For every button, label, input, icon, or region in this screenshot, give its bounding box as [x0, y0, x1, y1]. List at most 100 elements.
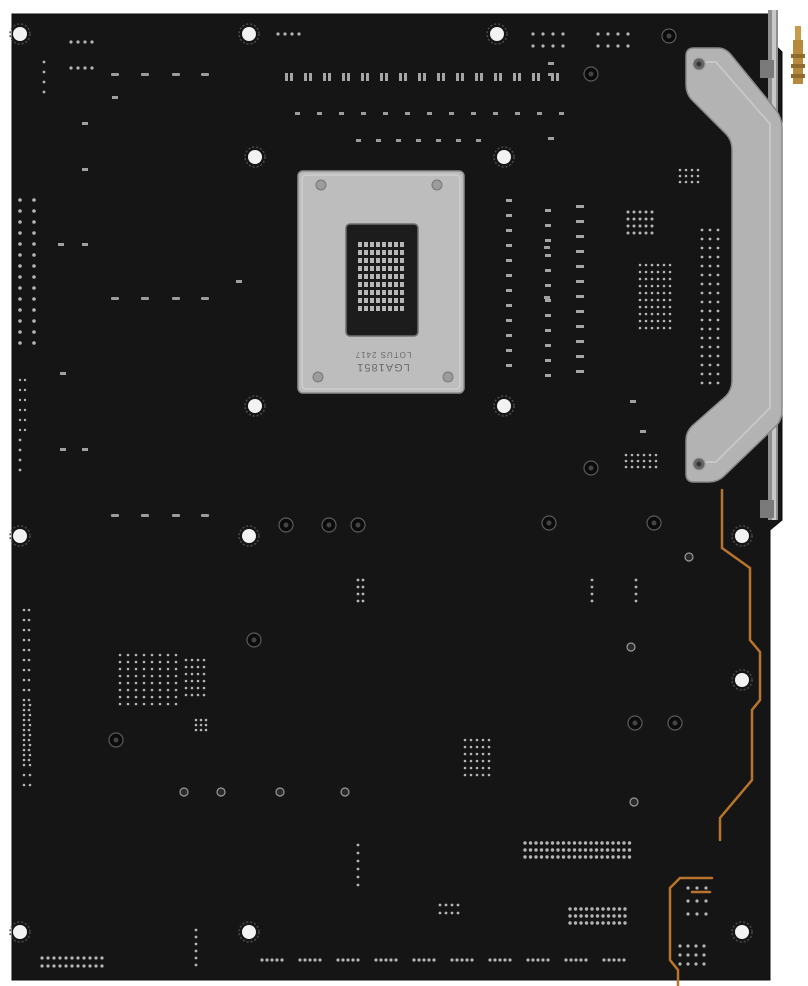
smd-component: [630, 459, 634, 463]
bottom-pad: [346, 958, 350, 962]
bottom-pad: [574, 958, 578, 962]
smd-component: [184, 693, 188, 697]
mounting-hole-ring: [9, 23, 31, 45]
cpu-capacitor-pad: [376, 298, 380, 303]
connector-pin: [550, 841, 555, 845]
smd-component: [184, 686, 188, 690]
smd-component: [678, 174, 682, 178]
smd-component: [118, 674, 122, 678]
capacitor: [442, 73, 445, 81]
via: [290, 32, 294, 36]
bottom-pad: [270, 958, 274, 962]
header-pin: [32, 341, 36, 345]
mounting-hole: [735, 529, 749, 543]
header-pin: [18, 209, 22, 213]
via: [22, 728, 26, 732]
connector-pin: [579, 914, 583, 918]
bottom-pad: [617, 958, 621, 962]
connector-pin: [617, 921, 622, 925]
smd-component: [118, 681, 122, 685]
board-screw-center: [651, 520, 657, 526]
board-screw-center: [588, 465, 594, 471]
via: [42, 90, 46, 94]
header-pin: [18, 264, 22, 268]
cpu-capacitor-pad: [388, 250, 392, 255]
smd-component: [654, 459, 658, 463]
bottom-pad: [356, 958, 360, 962]
smd-component: [174, 695, 178, 699]
smd-component: [190, 672, 194, 676]
smd-pad: [456, 139, 461, 142]
smd-component: [158, 695, 162, 699]
connector-pin: [556, 848, 560, 852]
connector-pin: [617, 907, 622, 911]
cpu-capacitor-pad: [382, 258, 386, 263]
resistor: [506, 304, 512, 307]
capacitor: [309, 73, 312, 81]
smd-pad: [436, 139, 441, 142]
via: [634, 592, 638, 596]
bottom-pad: [686, 962, 690, 966]
connector-pin: [589, 841, 593, 845]
bottom-pad: [695, 912, 699, 916]
header-pin: [18, 319, 22, 323]
via: [23, 388, 27, 392]
smd-component: [708, 291, 712, 295]
bottom-pad: [52, 964, 56, 968]
bottom-pad: [678, 953, 682, 957]
via: [551, 32, 555, 36]
capacitor: [551, 73, 554, 81]
resistor: [576, 325, 584, 328]
smd-component: [134, 674, 138, 678]
smd-component: [700, 318, 704, 322]
smd-component: [650, 224, 654, 228]
smd-component: [118, 695, 122, 699]
connector-pin: [594, 855, 599, 859]
capacitor: [328, 73, 331, 81]
smd-component: [650, 217, 654, 221]
via: [22, 718, 26, 722]
header-pin: [18, 286, 22, 290]
resistor: [506, 199, 512, 202]
smd-component: [716, 381, 720, 385]
via: [27, 698, 31, 702]
via: [27, 688, 31, 692]
capacitor: [494, 73, 497, 81]
smd-component: [481, 766, 485, 770]
bottom-pad: [88, 956, 92, 960]
connector-pin: [545, 848, 549, 852]
smd-component: [134, 681, 138, 685]
via: [361, 592, 365, 596]
smd-component: [158, 667, 162, 671]
bottom-pad: [622, 958, 626, 962]
smd-component: [196, 686, 200, 690]
connector-pin: [627, 855, 632, 859]
resistor: [506, 334, 512, 337]
via: [356, 883, 360, 887]
smd-component: [678, 180, 682, 184]
smd-component: [716, 228, 720, 232]
bottom-pad: [694, 962, 698, 966]
bottom-pad: [260, 958, 264, 962]
via: [531, 32, 535, 36]
smd-component: [716, 273, 720, 277]
capacitor: [513, 73, 516, 81]
smd-component: [650, 270, 654, 274]
connector-pin: [579, 921, 583, 925]
smd-component: [142, 702, 146, 706]
smd-component: [648, 465, 652, 469]
smd-component: [700, 246, 704, 250]
capacitor: [361, 73, 364, 81]
bottom-pad: [702, 962, 706, 966]
via: [28, 703, 32, 707]
smd-component: [475, 766, 479, 770]
bottom-pad: [70, 956, 74, 960]
connector-pin: [583, 855, 588, 859]
via: [18, 468, 22, 472]
connector-pin: [605, 841, 610, 845]
smd-component: [174, 702, 178, 706]
via: [438, 911, 442, 915]
smd-component: [636, 459, 640, 463]
via: [276, 32, 280, 36]
bottom-pad: [569, 958, 573, 962]
